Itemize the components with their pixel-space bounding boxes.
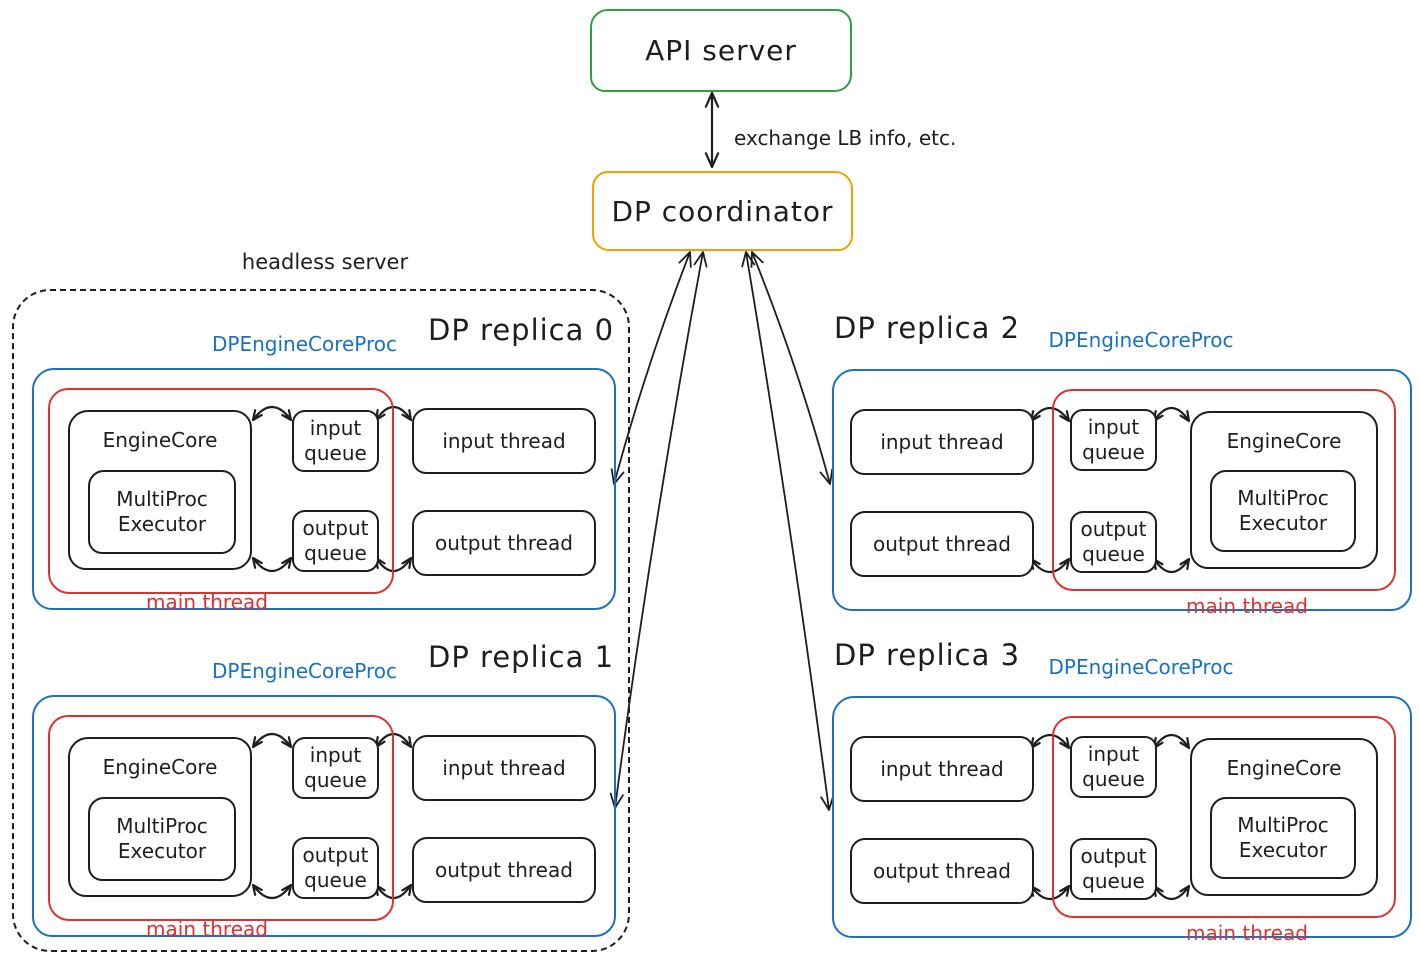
replica-0-multiproc-executor-box: MultiProc Executor [88, 470, 236, 554]
replica-2-main-thread-label: main thread [1186, 594, 1308, 618]
input-queue-label: input queue [1082, 415, 1145, 464]
input-queue-label: input queue [304, 743, 367, 792]
multiproc-executor-label: MultiProc Executor [1237, 813, 1329, 862]
replica-2-output-queue-box: output queue [1070, 511, 1157, 573]
replica-2-input-queue-box: input queue [1070, 409, 1157, 471]
replica-1-input-thread-box: input thread [412, 735, 596, 801]
replica-1-title: DP replica 1 [428, 640, 615, 674]
replica-1-main-thread-box [48, 715, 394, 921]
replica-0-output-queue-box: output queue [292, 510, 379, 572]
replica-1-proc-box [32, 695, 616, 937]
replica-0-proc-label: DPEngineCoreProc [212, 332, 398, 356]
api-server-node: API server [590, 9, 852, 92]
output-queue-label: output queue [1080, 517, 1147, 566]
engine-core-label: EngineCore [1226, 756, 1342, 780]
replica-1-output-thread-box: output thread [412, 837, 596, 903]
replica-1-input-queue-box: input queue [292, 737, 379, 799]
multiproc-executor-label: MultiProc Executor [116, 814, 208, 863]
replica-2-proc-label: DPEngineCoreProc [1048, 328, 1234, 352]
dp-coordinator-node: DP coordinator [592, 171, 853, 251]
output-thread-label: output thread [435, 530, 573, 555]
replica-1-multiproc-executor-box: MultiProc Executor [88, 797, 236, 881]
replica-1-main-thread-label: main thread [146, 917, 268, 941]
headless-server-label: headless server [241, 250, 409, 274]
engine-core-label: EngineCore [1226, 429, 1342, 453]
replica-0-output-thread-box: output thread [412, 510, 596, 576]
replica-2-main-thread-box [1052, 389, 1396, 591]
exchange-lb-note: exchange LB info, etc. [734, 126, 957, 150]
replica-2-input-thread-box: input thread [850, 409, 1034, 475]
replica-0-input-queue-box: input queue [292, 410, 379, 472]
output-queue-label: output queue [302, 843, 369, 892]
replica-2-proc-box [832, 369, 1412, 611]
replica-0-title: DP replica 0 [428, 313, 615, 347]
replica-2-title: DP replica 2 [834, 311, 1021, 345]
engine-core-label: EngineCore [102, 428, 218, 452]
api-server-label: API server [645, 34, 797, 67]
output-thread-label: output thread [435, 857, 573, 882]
replica-3-title: DP replica 3 [834, 638, 1021, 672]
dp-coordinator-label: DP coordinator [611, 194, 834, 228]
input-thread-label: input thread [880, 756, 1004, 781]
input-thread-label: input thread [442, 428, 566, 453]
replica-0-input-thread-box: input thread [412, 408, 596, 474]
replica-2-output-thread-box: output thread [850, 511, 1034, 577]
multiproc-executor-label: MultiProc Executor [1237, 486, 1329, 535]
output-queue-label: output queue [1080, 844, 1147, 893]
output-thread-label: output thread [873, 531, 1011, 556]
replica-2-multiproc-executor-box: MultiProc Executor [1210, 470, 1356, 552]
dp-replica-3-group: DP replica 3 DPEngineCoreProc input thre… [832, 634, 1412, 948]
replica-0-proc-box [32, 368, 616, 610]
dp-replica-1-group: DP replica 1 DPEngineCoreProc EngineCore… [32, 633, 616, 947]
dp-replica-2-group: DP replica 2 DPEngineCoreProc input thre… [832, 307, 1412, 621]
dp-replica-0-group: DP replica 0 DPEngineCoreProc EngineCore… [32, 306, 616, 620]
output-thread-label: output thread [873, 858, 1011, 883]
multiproc-executor-label: MultiProc Executor [116, 487, 208, 536]
replica-3-multiproc-executor-box: MultiProc Executor [1210, 797, 1356, 879]
replica-3-output-queue-box: output queue [1070, 838, 1157, 900]
replica-3-proc-label: DPEngineCoreProc [1048, 655, 1234, 679]
replica-3-proc-box [832, 696, 1412, 938]
replica-3-main-thread-box [1052, 716, 1396, 918]
replica-0-main-thread-box [48, 388, 394, 594]
replica-3-input-thread-box: input thread [850, 736, 1034, 802]
replica-3-output-thread-box: output thread [850, 838, 1034, 904]
engine-core-label: EngineCore [102, 755, 218, 779]
replica-3-input-queue-box: input queue [1070, 736, 1157, 798]
input-thread-label: input thread [880, 429, 1004, 454]
input-thread-label: input thread [442, 755, 566, 780]
input-queue-label: input queue [1082, 742, 1145, 791]
replica-3-main-thread-label: main thread [1186, 921, 1308, 945]
replica-0-main-thread-label: main thread [146, 590, 268, 614]
output-queue-label: output queue [302, 516, 369, 565]
replica-1-output-queue-box: output queue [292, 837, 379, 899]
replica-1-proc-label: DPEngineCoreProc [212, 659, 398, 683]
input-queue-label: input queue [304, 416, 367, 465]
